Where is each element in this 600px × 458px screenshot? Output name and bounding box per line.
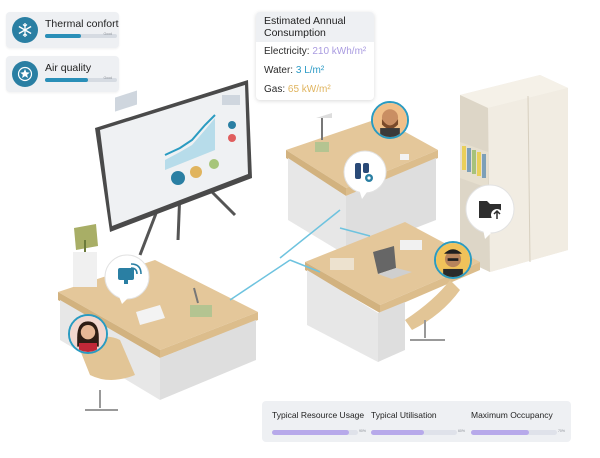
consumption-title: Estimated Annual Consumption xyxy=(256,12,374,42)
air-quality-icon xyxy=(12,61,38,87)
max-occupancy-fill xyxy=(471,430,530,435)
electricity-value: 210 kWh/m² xyxy=(312,46,367,57)
resource-usage-label: Typical Resource Usage xyxy=(272,410,365,420)
electricity-label: Electricity: xyxy=(264,46,310,57)
water-value: 3 L/m² xyxy=(295,65,325,76)
air-quality-fill xyxy=(45,78,89,82)
utilisation-bar: 60% xyxy=(371,429,465,435)
resource-usage-fill xyxy=(272,430,350,435)
folder-bubble[interactable] xyxy=(459,181,521,243)
thermal-comfort-bar xyxy=(45,34,117,38)
max-occupancy-bar: 70% xyxy=(471,429,565,435)
resource-usage-pct: 90% xyxy=(358,429,366,433)
metric-utilisation: Typical Utilisation 60% xyxy=(371,410,467,435)
utilisation-label: Typical Utilisation xyxy=(371,410,437,420)
metric-resource-usage: Typical Resource Usage 90% xyxy=(272,410,368,435)
connection-lines xyxy=(229,209,371,301)
utilisation-fill xyxy=(371,430,425,435)
consumption-card[interactable]: Estimated Annual Consumption Electricity… xyxy=(256,12,374,100)
avatar-woman[interactable] xyxy=(68,314,108,354)
gas-label: Gas: xyxy=(264,84,286,95)
monitor-wifi-icon xyxy=(118,263,142,284)
thermal-comfort-card[interactable]: Thermal confort Good xyxy=(6,12,119,48)
presentation-board xyxy=(95,80,252,256)
thermal-comfort-fill xyxy=(45,34,81,38)
metrics-card[interactable]: Typical Resource Usage 90% Typical Utili… xyxy=(262,401,571,442)
snowflake-icon xyxy=(12,17,38,43)
air-quality-bar xyxy=(45,78,117,82)
consumption-row-gas: Gas: 65 kW/m² xyxy=(256,80,374,99)
max-occupancy-label: Maximum Occupancy xyxy=(471,410,553,420)
utilisation-pct: 60% xyxy=(457,429,465,433)
metric-max-occupancy: Maximum Occupancy 70% xyxy=(471,410,567,435)
consumption-row-water: Water: 3 L/m² xyxy=(256,61,374,80)
thermal-comfort-caption: Good xyxy=(103,32,112,36)
max-occupancy-pct: 70% xyxy=(557,429,565,433)
water-label: Water: xyxy=(264,65,294,76)
device-bubble-left[interactable] xyxy=(98,250,156,308)
resource-usage-bar: 90% xyxy=(272,429,366,435)
settings-bubble[interactable] xyxy=(337,146,393,202)
thermal-comfort-label: Thermal confort xyxy=(45,18,119,30)
avatar-man-cap[interactable] xyxy=(434,241,472,279)
dashboard-gear-icon xyxy=(355,163,373,182)
air-quality-label: Air quality xyxy=(45,62,92,74)
air-quality-caption: Good xyxy=(103,76,112,80)
folder-upload-icon xyxy=(479,201,503,221)
avatar-man-beard[interactable] xyxy=(371,101,409,139)
consumption-row-electricity: Electricity: 210 kWh/m² xyxy=(256,42,374,61)
air-quality-card[interactable]: Air quality Good xyxy=(6,56,119,92)
plant xyxy=(73,224,98,287)
gas-value: 65 kW/m² xyxy=(287,84,331,95)
